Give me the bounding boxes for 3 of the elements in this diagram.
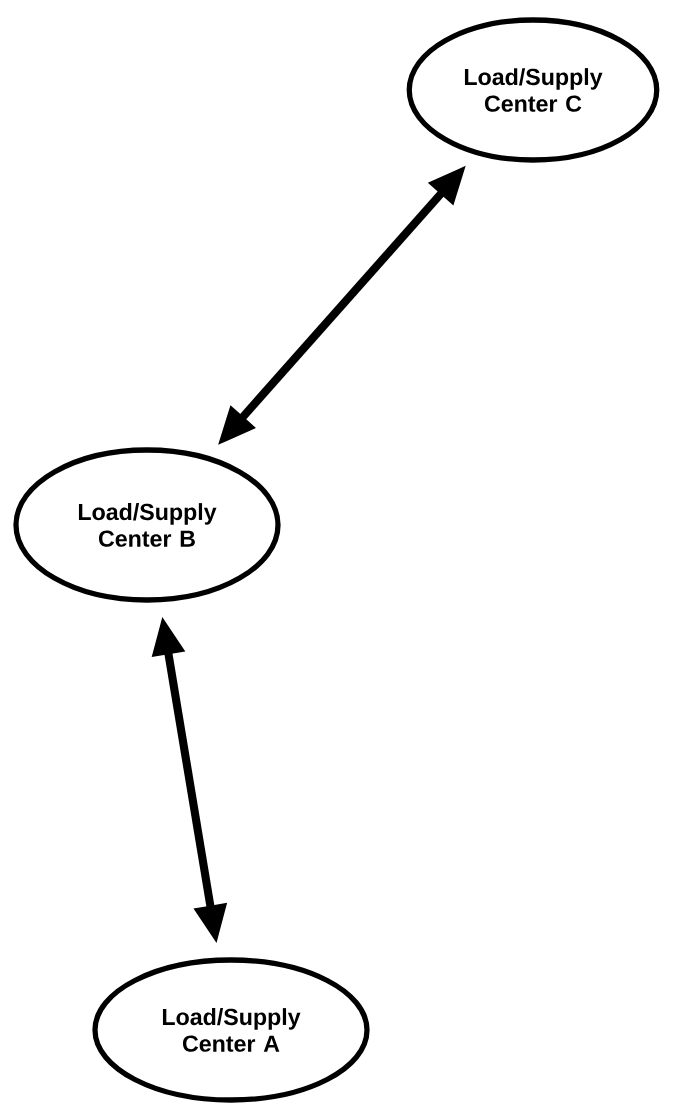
ellipse-node: Load/Supply Center C <box>406 17 660 163</box>
ellipse-node: Load/Supply Center B <box>13 447 281 603</box>
ellipse-node: Load/Supply Center A <box>92 957 370 1103</box>
